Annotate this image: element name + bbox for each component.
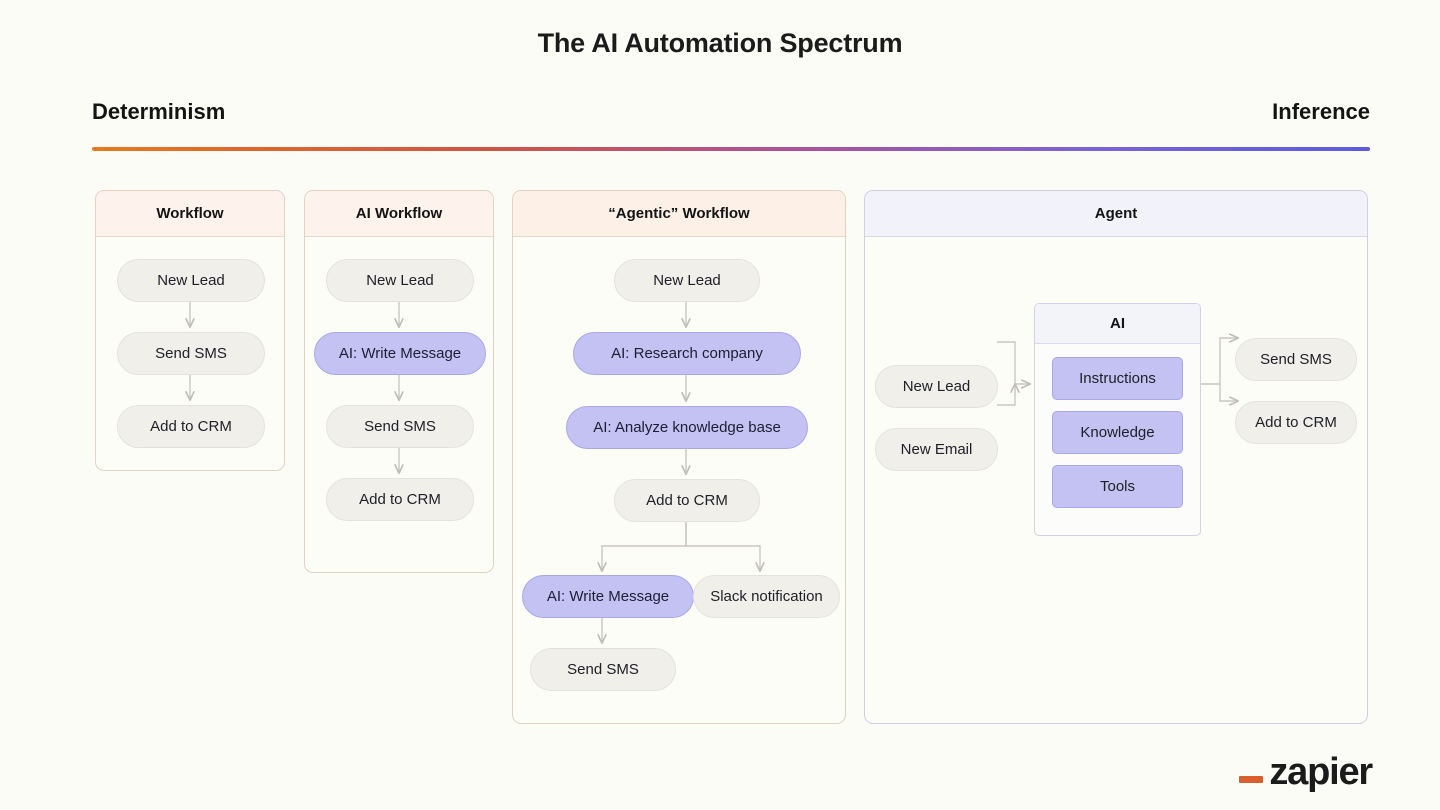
node-tools[interactable]: Tools: [1052, 465, 1183, 508]
zapier-wordmark: zapier: [1269, 750, 1373, 793]
node-instructions[interactable]: Instructions: [1052, 357, 1183, 400]
card-body-agent: New Lead New Email AI Instructions Knowl…: [865, 237, 1367, 723]
card-body-agentic-workflow: New Lead AI: Research company AI: Analyz…: [513, 237, 845, 723]
node-add-to-crm[interactable]: Add to CRM: [326, 478, 474, 521]
spectrum-gradient-bar: [92, 147, 1370, 151]
node-new-lead[interactable]: New Lead: [326, 259, 474, 302]
zapier-logo: zapier: [1239, 750, 1373, 793]
node-ai-analyze-knowledge-base[interactable]: AI: Analyze knowledge base: [566, 406, 808, 449]
card-title-workflow: Workflow: [96, 191, 284, 237]
node-action-send-sms[interactable]: Send SMS: [1235, 338, 1357, 381]
node-knowledge[interactable]: Knowledge: [1052, 411, 1183, 454]
card-agent: Agent New Lead New Email AI Instructions…: [864, 190, 1368, 724]
card-body-workflow: New Lead Send SMS Add to CRM: [96, 237, 284, 470]
ai-box-components: Instructions Knowledge Tools: [1035, 344, 1200, 535]
card-workflow: Workflow New Lead Send SMS Add to CRM: [95, 190, 285, 471]
node-send-sms[interactable]: Send SMS: [530, 648, 676, 691]
node-ai-write-message[interactable]: AI: Write Message: [314, 332, 486, 375]
card-title-ai-workflow: AI Workflow: [305, 191, 493, 237]
card-ai-workflow: AI Workflow New Lead AI: Write Message S…: [304, 190, 494, 573]
spectrum-label-determinism: Determinism: [92, 99, 226, 124]
zapier-underscore-icon: [1239, 776, 1264, 783]
node-new-lead[interactable]: New Lead: [117, 259, 265, 302]
node-send-sms[interactable]: Send SMS: [117, 332, 265, 375]
spectrum-label-inference: Inference: [1272, 99, 1370, 124]
card-title-agentic-workflow: “Agentic” Workflow: [513, 191, 845, 237]
node-slack-notification[interactable]: Slack notification: [693, 575, 840, 618]
node-action-add-to-crm[interactable]: Add to CRM: [1235, 401, 1357, 444]
node-ai-research-company[interactable]: AI: Research company: [573, 332, 801, 375]
ai-box-title: AI: [1035, 304, 1200, 344]
node-new-lead[interactable]: New Lead: [614, 259, 760, 302]
card-agentic-workflow: “Agentic” Workflow New Lead AI: Research…: [512, 190, 846, 724]
node-trigger-new-lead[interactable]: New Lead: [875, 365, 998, 408]
node-add-to-crm[interactable]: Add to CRM: [614, 479, 760, 522]
card-body-ai-workflow: New Lead AI: Write Message Send SMS Add …: [305, 237, 493, 572]
node-trigger-new-email[interactable]: New Email: [875, 428, 998, 471]
card-title-agent: Agent: [865, 191, 1367, 237]
page-title: The AI Automation Spectrum: [537, 28, 903, 58]
node-send-sms[interactable]: Send SMS: [326, 405, 474, 448]
node-add-to-crm[interactable]: Add to CRM: [117, 405, 265, 448]
node-ai-write-message[interactable]: AI: Write Message: [522, 575, 694, 618]
ai-box: AI Instructions Knowledge Tools: [1034, 303, 1201, 536]
